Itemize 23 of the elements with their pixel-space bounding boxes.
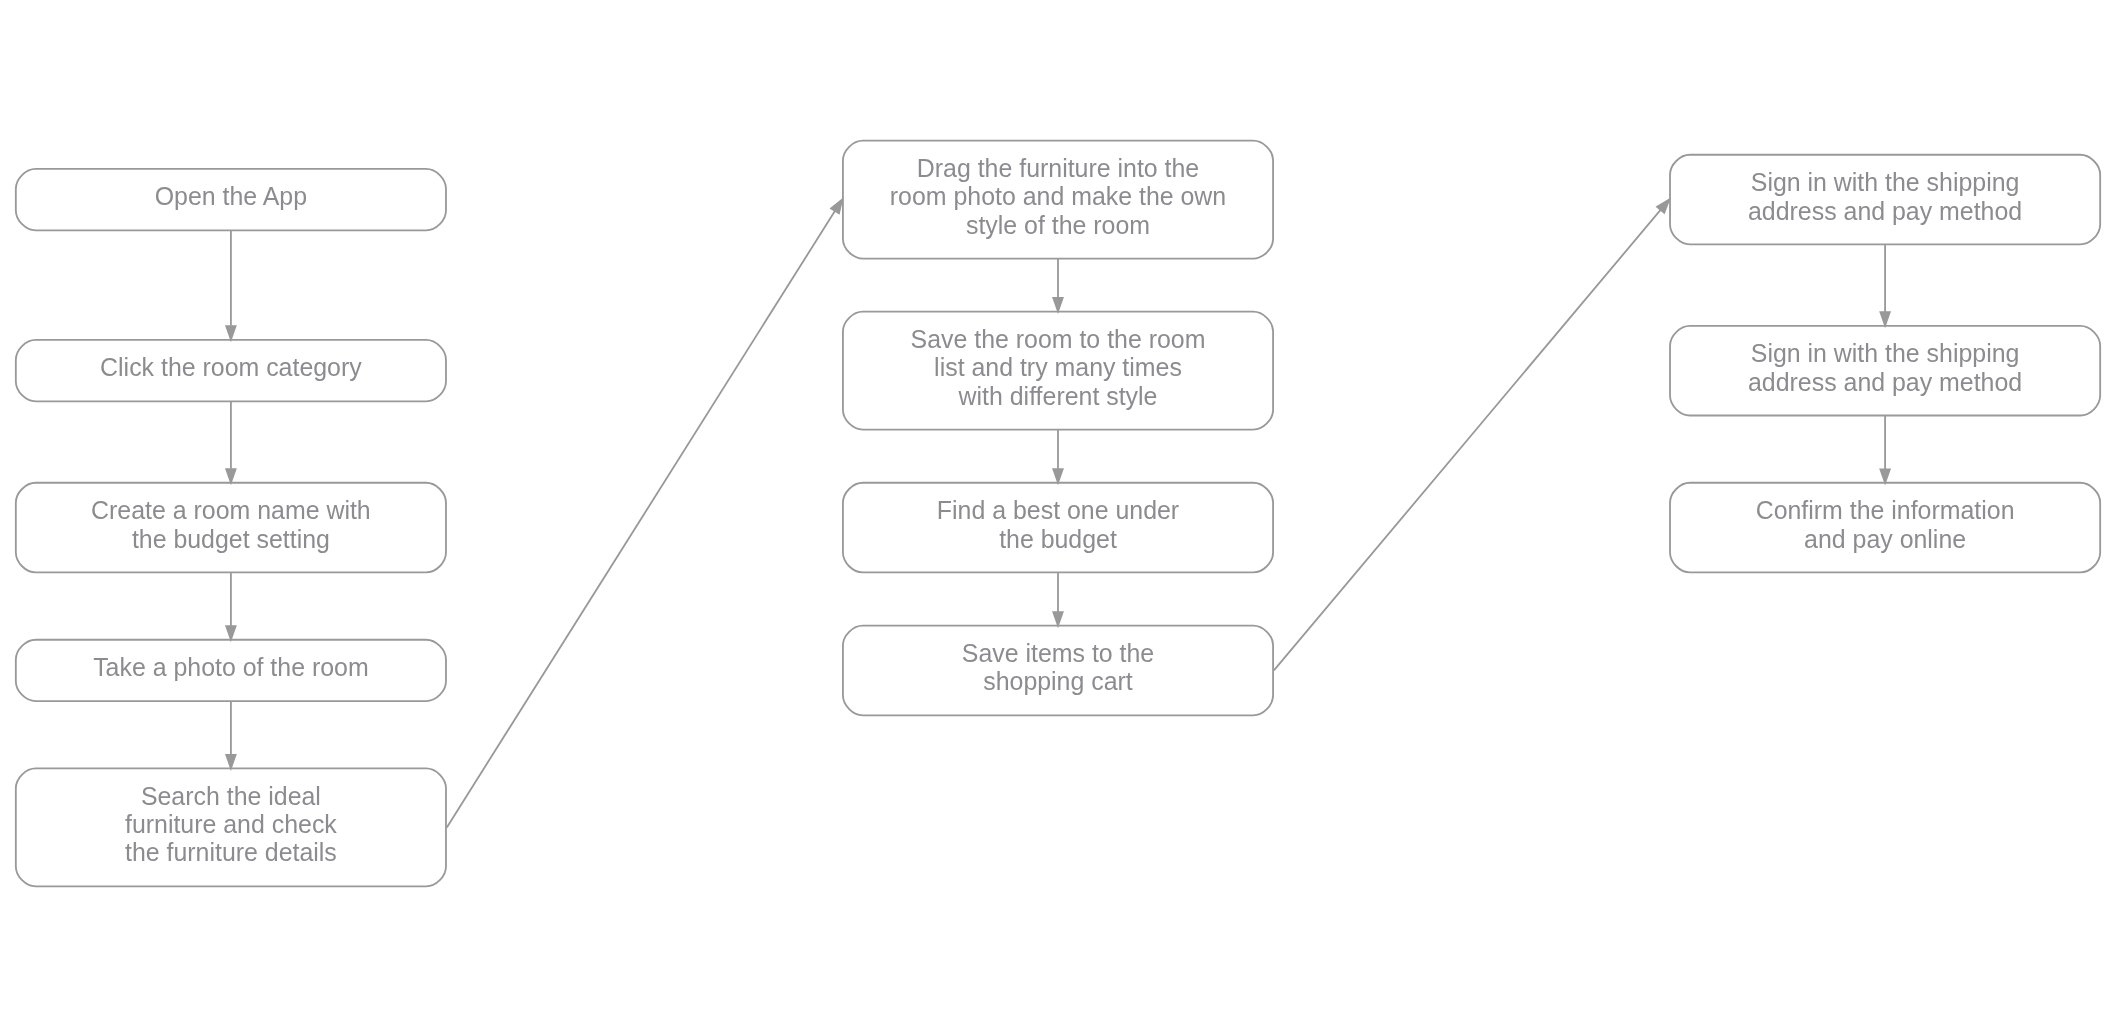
node-box: Click the room category: [14, 338, 447, 402]
node-box: Open the App: [14, 167, 447, 231]
node-box: Confirm the information and pay online: [1669, 481, 2102, 573]
node-box: Drag the furniture into the room photo and make the own style of the room: [842, 139, 1274, 259]
arrow: [224, 229, 237, 342]
node-box: Create a room name with the budget setting: [14, 481, 447, 573]
node-box: Save the room to the room list and try many times with different style: [842, 310, 1274, 431]
node-box: Take a photo of the room: [14, 638, 447, 702]
node-box: Sign in with the shipping address and pay method: [1669, 324, 2102, 416]
arrow: [1052, 571, 1064, 628]
arrow: [1273, 196, 1671, 671]
arrow: [1879, 414, 1892, 486]
node-box: Sign in with the shipping address and pay method: [1669, 153, 2102, 245]
node-box: Search the ideal furniture and check the furniture details: [14, 767, 447, 887]
arrow: [224, 700, 237, 771]
node-box: Find a best one under the budget: [842, 481, 1274, 573]
arrow: [224, 571, 237, 642]
arrow: [1052, 257, 1064, 314]
arrow: [1052, 428, 1064, 485]
arrow: [1879, 243, 1892, 328]
node-box: Save items to the shopping cart: [842, 624, 1274, 716]
arrow: [445, 196, 844, 828]
arrow: [224, 400, 237, 485]
